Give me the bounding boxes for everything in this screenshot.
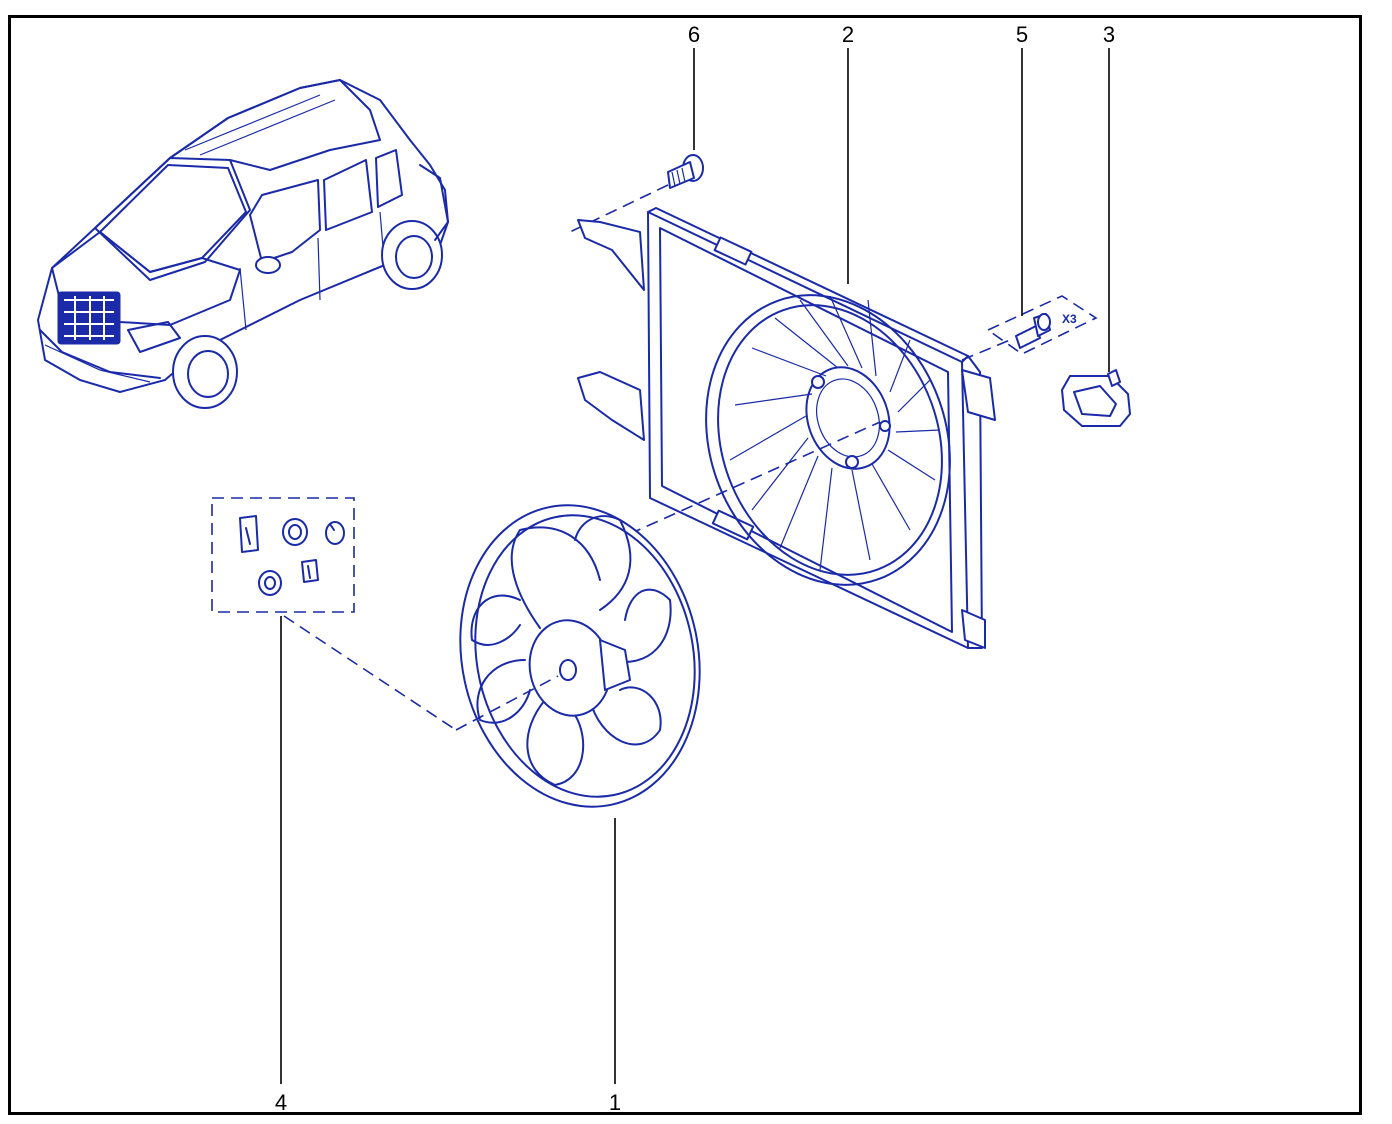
part-4-to-fan-guide-line	[455, 675, 559, 731]
part-4-fixing-kit	[211, 497, 355, 613]
callout-6: 6	[688, 22, 700, 47]
part-3-resistor	[1061, 369, 1131, 427]
part-1-fan	[459, 504, 701, 808]
callout-3: 3	[1103, 22, 1115, 47]
callout-4: 4	[275, 1090, 287, 1115]
part-5-bolt-group	[986, 295, 1098, 355]
callout-2: 2	[842, 22, 854, 47]
highlighted-radiator-area-icon	[57, 291, 121, 345]
part-6-screw	[667, 154, 704, 189]
car-illustration	[37, 79, 449, 409]
part-2-fan-shroud	[577, 207, 996, 649]
callout-5: 5	[1016, 22, 1028, 47]
leader-lines	[280, 48, 1110, 1084]
part-5-guide-line	[961, 339, 1011, 361]
quantity-label: X3	[1062, 312, 1077, 326]
part-4-guide-line	[283, 615, 457, 731]
callout-1: 1	[609, 1090, 621, 1115]
